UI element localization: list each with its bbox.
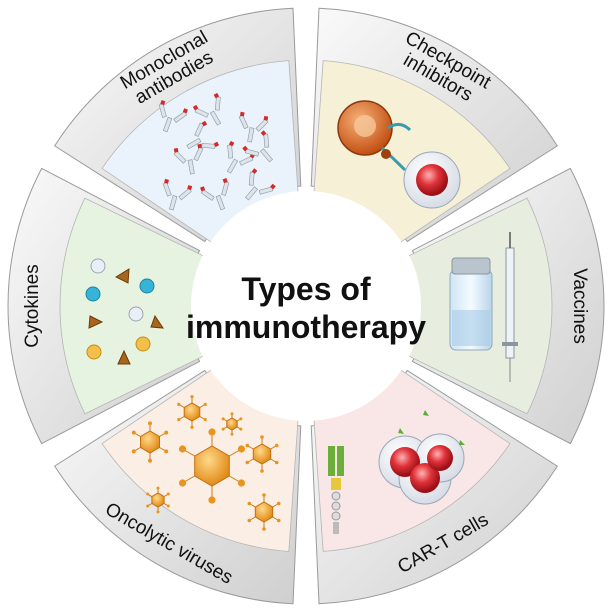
antibody-icon [242,130,273,163]
label-line: Cytokines [22,264,43,347]
label-line: Vaccines [569,268,590,344]
virus-icon [146,486,170,514]
antibody-icon [192,92,222,126]
virus-icon [245,435,279,473]
antibody-icon [200,178,230,211]
car-receptor-icon [328,446,344,534]
car-t-illustration [328,410,465,534]
title-line-1: Types of [241,271,371,307]
syringe-icon [502,232,518,382]
checkpoint-illustration [337,100,461,209]
antibody-icon [158,100,188,133]
virus-icon [177,395,207,429]
antibodies-illustration [158,92,276,211]
antibody-icon [162,178,193,211]
virus-icon [131,421,169,463]
panel-cytokines [59,197,208,415]
antibody-icon [238,111,269,143]
antibody-icon [173,143,204,175]
virus-icon [247,493,281,531]
label-vaccines: Vaccines [569,268,590,344]
antibody-icon [186,120,220,150]
cancer-cell-icon [390,447,420,477]
antibody-icon [245,168,276,201]
vaccine-illustration [449,232,518,382]
virus-icon [178,428,246,504]
title-line-2: immunotherapy [186,309,426,345]
cytokine-illustration [85,258,164,365]
antibody-icon [226,140,256,174]
label-cytokines: Cytokines [22,264,43,347]
virus-icon [221,412,243,436]
oncolytic-virus-illustration [131,395,281,531]
center-disc [191,191,421,421]
